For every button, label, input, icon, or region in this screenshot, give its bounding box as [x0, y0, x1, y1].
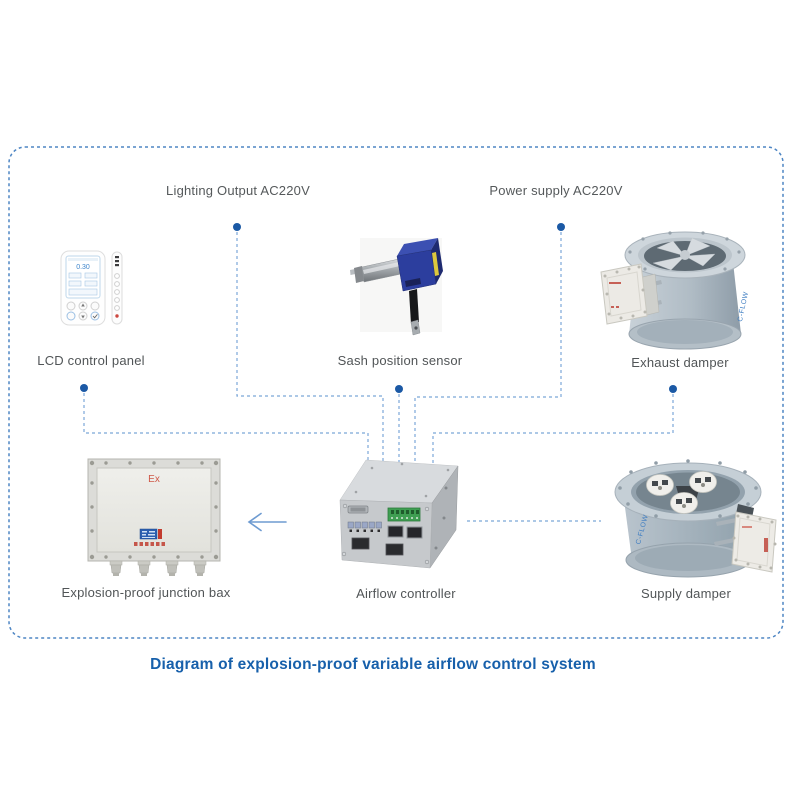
green-terminal-block: [387, 507, 421, 522]
node-dot-power: [557, 223, 565, 231]
flange-bolts: [628, 231, 741, 271]
vane-actuators: [646, 471, 717, 514]
lcd-screen-value: 0.30: [76, 264, 90, 271]
node-dot-sash: [395, 385, 403, 393]
lcd-side-remote: [111, 251, 123, 325]
damper-vanes: [652, 237, 716, 271]
supply-damper-image: C-FLOW: [614, 459, 777, 578]
ethernet-port-2: [406, 526, 423, 539]
sash-position-sensor-label: Sash position sensor: [337, 353, 463, 368]
terminal-strip: [347, 521, 382, 529]
node-dot-lcd: [80, 384, 88, 392]
lighting-output-label: Lighting Output AC220V: [166, 183, 310, 198]
junction-box-bolts: [89, 460, 219, 560]
cable-glands: [109, 560, 207, 576]
exhaust-damper-image: C-FLOW: [600, 231, 750, 350]
lcd-screen-rows: [68, 272, 98, 296]
flow-arrow-left: [247, 512, 287, 532]
airflow-controller-image: [339, 459, 459, 569]
node-dot-exhaust: [669, 385, 677, 393]
junction-red-text-marks: [134, 542, 165, 546]
junction-box-image: Ex: [87, 458, 221, 576]
exhaust-damper-label: Exhaust damper: [631, 355, 729, 370]
damper-actuator-box: [600, 263, 648, 325]
airflow-controller-label: Airflow controller: [356, 586, 456, 601]
sensor-yellow-sticker: [432, 252, 439, 276]
node-dot-lighting: [233, 223, 241, 231]
sensor-rod: [409, 289, 419, 324]
ex-marking-text: Ex: [148, 474, 160, 485]
sash-position-sensor-image: [350, 238, 443, 336]
diagram-caption: Diagram of explosion-proof variable airf…: [150, 656, 596, 673]
power-supply-label: Power supply AC220V: [489, 183, 623, 198]
lcd-control-panel-label: LCD control panel: [37, 353, 145, 368]
junction-box-label: Explosion-proof junction bax: [61, 585, 231, 600]
damper-brand-text: C-FLOW: [737, 291, 750, 322]
damper-body: [629, 262, 741, 334]
lcd-control-panel-image: 0.30: [60, 250, 123, 326]
supply-damper-label: Supply damper: [640, 586, 732, 601]
lcd-screen: [65, 255, 101, 299]
ethernet-port: [387, 525, 404, 538]
sensor-nut: [354, 266, 364, 283]
